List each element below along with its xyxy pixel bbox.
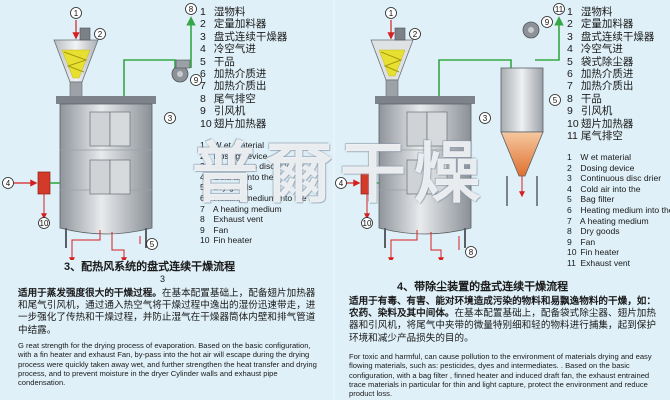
dosing-device: 2	[53, 27, 106, 99]
legend-item: 3 Continuous disc drier	[200, 161, 295, 172]
figure-caption-left: 3、配热风系统的盘式连续干燥流程	[64, 261, 236, 273]
exhaust-duct: 8	[123, 3, 197, 96]
legend-item: 5 干品	[200, 55, 235, 68]
svg-text:4: 4	[339, 179, 344, 188]
legend-item: 8 Dry goods	[567, 226, 620, 237]
fin-heater: 4 10	[335, 171, 379, 229]
legend-item: 7 A heating medium	[200, 203, 282, 214]
svg-text:3: 3	[483, 114, 488, 123]
continuous-disc-dryer: 3	[375, 96, 491, 248]
fan-icon: 9	[171, 59, 202, 86]
legend-item: 1 W et material	[567, 152, 632, 162]
caption-sub-number: 3	[160, 274, 166, 284]
figure-caption-right: 4、带除尘装置的盘式连续干燥流程	[397, 281, 569, 293]
svg-text:5: 5	[553, 96, 558, 105]
heating-medium-lines: 6 7 5	[69, 230, 158, 260]
right-process-diagram: 1 2 11 9	[335, 3, 565, 260]
description-en-right: For toxic and harmful, can cause polluti…	[349, 352, 652, 399]
svg-text:9: 9	[545, 18, 550, 27]
legend-item: 7 A heating medium	[567, 215, 649, 226]
svg-text:3: 3	[168, 114, 173, 123]
description-cn-right: 适用于有毒、有害、能对环境造成污染的物料和易飘逸物料的干燥，如：农药、染料及其中…	[349, 296, 656, 344]
legend-item: 7 加热介质出	[200, 80, 267, 93]
svg-text:4: 4	[6, 179, 11, 188]
legend-en-right: 1 W et material 2 Dosing device 3 Contin…	[567, 152, 670, 269]
legend-item: 6 Heating medium into the	[567, 204, 670, 215]
legend-cn-right: 1 湿物料 2 定量加料器 3 盘式连续干燥器 4 冷空气进 5 袋式除尘器 6…	[567, 6, 654, 142]
svg-text:1: 1	[389, 9, 394, 18]
legend-item: 5 Dry goods	[200, 182, 253, 193]
wet-material-inlet-arrow: 1	[70, 7, 82, 40]
svg-text:11: 11	[555, 5, 564, 14]
legend-item: 6 加热介质进	[200, 68, 267, 81]
continuous-disc-dryer: 3	[56, 96, 176, 248]
legend-item: 8 Exhaust vent	[200, 214, 264, 225]
legend-item: 9 Fan	[567, 236, 596, 247]
legend-item: 7 加热介质出	[567, 80, 634, 93]
description-cn-left: 适用于蒸发强度很大的干燥过程。在基本配置基础上，配备翅片加热器和尾气引风机，通过…	[18, 288, 316, 336]
legend-item: 2 定量加料器	[567, 18, 634, 31]
svg-text:5: 5	[150, 240, 155, 249]
legend-item: 2 Dosing device	[200, 150, 268, 161]
dosing-device: 2	[370, 27, 421, 99]
legend-item: 6 Heating medium into the	[200, 192, 307, 203]
svg-text:1: 1	[74, 9, 79, 18]
description-en-left: G reat strength for the drying process o…	[18, 341, 317, 388]
legend-item: 3 盘式连续干燥器	[567, 30, 655, 43]
legend-item: 1 W et material	[200, 140, 265, 150]
heating-medium-lines: 6 7 8	[388, 230, 477, 260]
svg-text:8: 8	[189, 5, 194, 14]
legend-item: 4 冷空气进	[200, 43, 256, 56]
legend-en-left: 1 W et material 2 Dosing device 3 Contin…	[200, 140, 307, 246]
legend-item: 11 尾气排空	[567, 130, 623, 143]
legend-item: 2 Dosing device	[567, 162, 635, 173]
legend-item: 1 湿物料	[567, 6, 613, 18]
legend-item: 2 定量加料器	[200, 18, 267, 31]
legend-item: 5 Bag filter	[567, 194, 615, 205]
legend-item: 10 Fin heater	[567, 247, 620, 258]
legend-item: 9 Fan	[200, 224, 229, 235]
legend-item: 4 Cold air into the	[200, 171, 274, 182]
fin-heater: 4 10	[2, 171, 60, 229]
legend-item: 5 袋式除尘器	[567, 55, 634, 68]
legend-item: 8 尾气排空	[200, 92, 256, 105]
left-process-panel: 1 2 8 9	[0, 0, 333, 400]
legend-item: 11 Exhaust vent	[567, 257, 631, 268]
svg-text:2: 2	[98, 30, 103, 39]
legend-item: 1 湿物料	[200, 6, 246, 18]
legend-item: 9 引风机	[567, 105, 613, 118]
legend-cn-left: 1 湿物料 2 定量加料器 3 盘式连续干燥器 4 冷空气进 5 干品 6 加热…	[200, 6, 287, 130]
legend-item: 3 Continuous disc drier	[567, 173, 662, 184]
bag-filter: 5	[500, 67, 561, 206]
legend-item: 3 盘式连续干燥器	[200, 30, 288, 43]
legend-item: 9 引风机	[200, 105, 246, 118]
svg-text:10: 10	[40, 219, 49, 228]
svg-text:9: 9	[194, 76, 199, 85]
legend-item: 10 Fin heater	[200, 235, 253, 246]
legend-item: 8 干品	[567, 92, 602, 105]
svg-text:10: 10	[363, 219, 372, 228]
legend-item: 6 加热介质进	[567, 68, 634, 81]
right-process-panel: 1 2 11 9	[335, 0, 670, 400]
legend-item: 10 翅片加热器	[567, 117, 634, 130]
legend-item: 4 冷空气进	[567, 43, 623, 56]
legend-item: 10 翅片加热器	[200, 117, 267, 130]
wet-material-inlet-arrow: 1	[385, 7, 397, 40]
fan-icon: 9	[522, 16, 553, 39]
svg-text:8: 8	[469, 248, 474, 257]
exhaust-duct: 11	[438, 3, 565, 96]
svg-text:2: 2	[413, 30, 418, 39]
left-process-diagram: 1 2 8 9	[2, 3, 202, 260]
legend-item: 4 Cold air into the	[567, 183, 641, 194]
